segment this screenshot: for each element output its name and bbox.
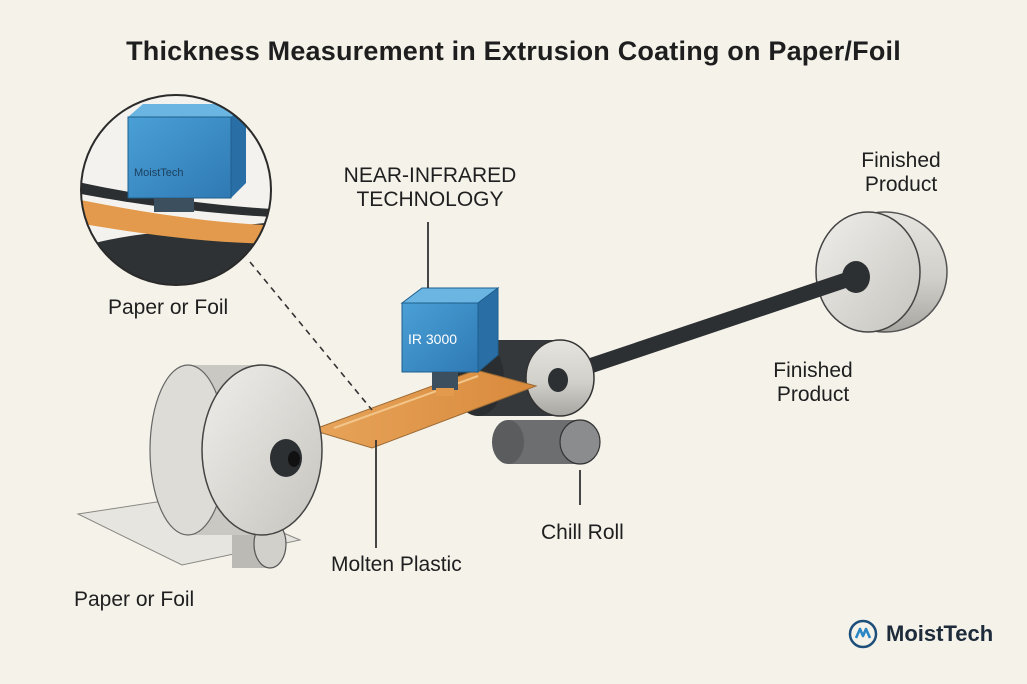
sensor-model-label: IR 3000: [408, 331, 457, 347]
finished-product-label-mid: Finished Product: [758, 359, 868, 406]
nir-label-line2: TECHNOLOGY: [356, 187, 504, 211]
molten-plastic-label: Molten Plastic: [331, 553, 462, 576]
nir-technology-label: NEAR-INFRARED TECHNOLOGY: [335, 164, 525, 211]
transport-shaft: [548, 270, 858, 386]
inset-callout-dashed-line: [249, 261, 373, 411]
finished-top-line1: Finished: [861, 149, 941, 172]
finished-product-roll: [815, 211, 948, 333]
inset-sensor-brand-label: MoistTech: [134, 167, 184, 179]
finished-product-label-top: Finished Product: [846, 149, 956, 196]
coated-web: [310, 369, 538, 449]
diagram-title: Thickness Measurement in Extrusion Coati…: [126, 36, 901, 66]
chill-roll-label: Chill Roll: [541, 521, 624, 544]
brand-logo: MoistTech: [848, 619, 993, 649]
finished-mid-line1: Finished: [773, 359, 853, 382]
moisttech-logo-icon: [848, 619, 878, 649]
paper-unwind-roll: [76, 364, 323, 569]
paper-foil-label-bottom: Paper or Foil: [74, 588, 195, 611]
brand-name: MoistTech: [886, 621, 994, 646]
magnified-inset: MoistTech: [80, 94, 272, 286]
nir-label-line1: NEAR-INFRARED: [343, 164, 517, 187]
finished-top-line2: Product: [864, 172, 938, 196]
finished-mid-line2: Product: [776, 382, 850, 406]
ir-sensor: [400, 287, 500, 396]
inset-paper-label: Paper or Foil: [108, 296, 229, 319]
